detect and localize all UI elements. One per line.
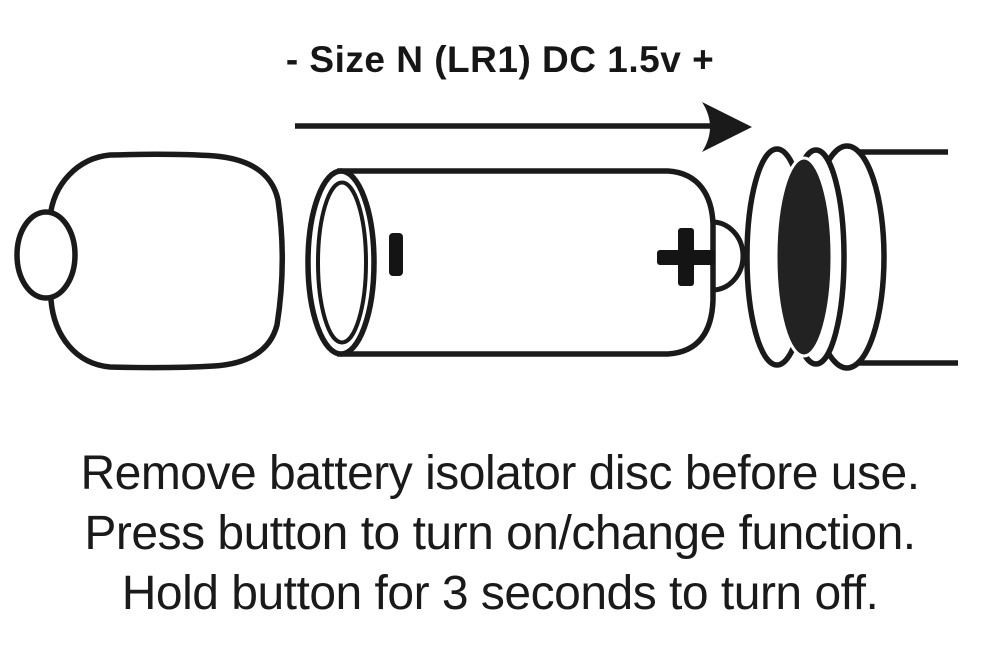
device-cap	[14, 151, 285, 371]
instruction-line-1: Remove battery isolator disc before use.	[80, 447, 920, 500]
instructions-text: Remove battery isolator disc before use.…	[0, 444, 1000, 624]
power-button-icon	[14, 209, 78, 301]
battery-open-end-inner-rim	[316, 180, 368, 345]
battery-minus-symbol-icon	[389, 233, 403, 276]
battery-plus-symbol-icon	[657, 228, 715, 286]
instruction-line-2: Press button to turn on/change function.	[84, 507, 916, 560]
battery-open-end	[305, 168, 377, 357]
battery-isolator-disc	[774, 156, 834, 358]
plus-vertical-bar	[678, 228, 694, 286]
instruction-line-3: Hold button for 3 seconds to turn off.	[121, 567, 879, 620]
arrow-head	[702, 102, 752, 152]
battery-body	[337, 168, 716, 357]
device-cap-outline	[47, 151, 285, 371]
battery-spec-label: - Size N (LR1) DC 1.5v +	[285, 39, 715, 80]
device-body-end	[744, 143, 958, 371]
insertion-direction-arrow-icon	[295, 102, 752, 152]
battery-size-n	[305, 168, 746, 357]
